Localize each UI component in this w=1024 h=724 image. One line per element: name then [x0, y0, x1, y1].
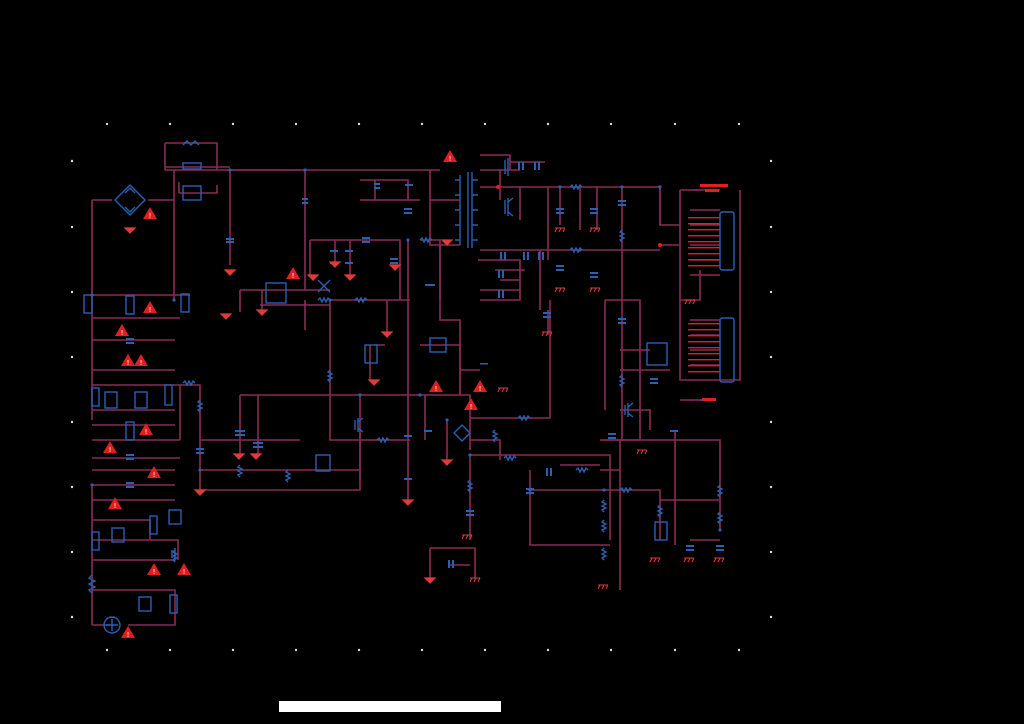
svg-text:!: !: [109, 446, 112, 454]
wiring: [91, 142, 741, 626]
warning-triangle-icon: !!! !!! !!! !!! !!! !!: [103, 150, 487, 639]
svg-text:!: !: [153, 568, 156, 576]
ic-blocks: [104, 282, 668, 612]
bridge-rectifier: [114, 184, 146, 216]
title-block: [279, 701, 501, 712]
svg-text:!: !: [435, 385, 438, 393]
svg-text:!: !: [470, 403, 473, 411]
svg-text:!: !: [149, 212, 152, 220]
svg-text:!: !: [479, 385, 482, 393]
main-transformer: [455, 172, 478, 248]
svg-text:!: !: [149, 306, 152, 314]
svg-text:!: !: [292, 272, 295, 280]
svg-text:!: !: [183, 568, 186, 576]
drawing-frame: [70, 122, 773, 652]
svg-text:!: !: [127, 359, 130, 367]
svg-text:!: !: [449, 155, 452, 163]
resistors: [87, 183, 724, 594]
ground-symbol-icon: [123, 227, 725, 590]
svg-text:!: !: [140, 359, 143, 367]
svg-text:!: !: [145, 428, 148, 436]
capacitors: [126, 162, 724, 568]
output-pins: [496, 184, 728, 401]
input-chokes: [83, 140, 202, 614]
transistors: [171, 158, 634, 560]
svg-text:!: !: [121, 329, 124, 337]
svg-text:!: !: [153, 471, 156, 479]
components: [83, 140, 735, 634]
fan-motor-icon: [103, 616, 121, 634]
secondary-diode-bridge: [453, 424, 471, 442]
svg-text:!: !: [127, 631, 130, 639]
svg-text:!: !: [114, 502, 117, 510]
